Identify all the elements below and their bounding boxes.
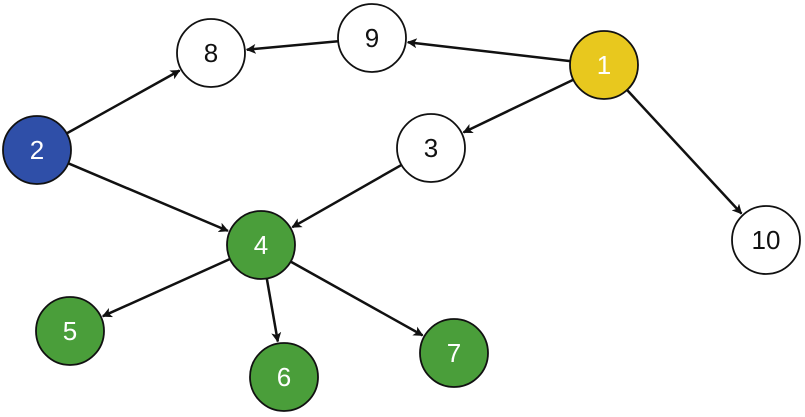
node-label-8: 8	[204, 38, 218, 68]
node-circle-8	[176, 18, 246, 88]
node-3: 3	[396, 113, 466, 183]
node-circle-1	[569, 30, 639, 100]
node-circle-10	[731, 205, 801, 275]
node-4: 4	[226, 210, 296, 280]
node-label-6: 6	[277, 362, 291, 392]
node-circle-4	[226, 210, 296, 280]
node-circle-2	[2, 115, 72, 185]
node-label-9: 9	[365, 23, 379, 53]
node-circle-7	[419, 318, 489, 388]
node-label-3: 3	[424, 133, 438, 163]
edge-1-to-10	[626, 89, 743, 215]
node-circle-5	[35, 296, 105, 366]
edge-4-to-7	[290, 260, 424, 337]
nodes-layer: 1 2 3 4 5 6 7 8 9 10	[2, 3, 801, 412]
edge-1-to-9	[406, 38, 571, 63]
node-circle-6	[249, 342, 319, 412]
node-6: 6	[249, 342, 319, 412]
node-8: 8	[176, 18, 246, 88]
node-circle-3	[396, 113, 466, 183]
node-10: 10	[731, 205, 801, 275]
edge-4-to-6	[265, 278, 282, 343]
node-circle-9	[337, 3, 407, 73]
edges-layer	[66, 38, 743, 343]
edge-4-to-5	[101, 257, 231, 318]
node-label-4: 4	[254, 230, 268, 260]
node-5: 5	[35, 296, 105, 366]
edge-9-to-8	[245, 39, 339, 54]
node-7: 7	[419, 318, 489, 388]
node-label-2: 2	[30, 135, 44, 165]
node-label-10: 10	[752, 225, 781, 255]
node-9: 9	[337, 3, 407, 73]
edge-2-to-4	[67, 162, 229, 233]
node-2: 2	[2, 115, 72, 185]
edge-2-to-8	[66, 69, 181, 135]
node-label-1: 1	[597, 50, 611, 80]
edge-3-to-4	[291, 163, 403, 229]
node-1: 1	[569, 30, 639, 100]
node-label-7: 7	[447, 338, 461, 368]
node-label-5: 5	[63, 316, 77, 346]
edge-1-to-3	[462, 78, 574, 134]
